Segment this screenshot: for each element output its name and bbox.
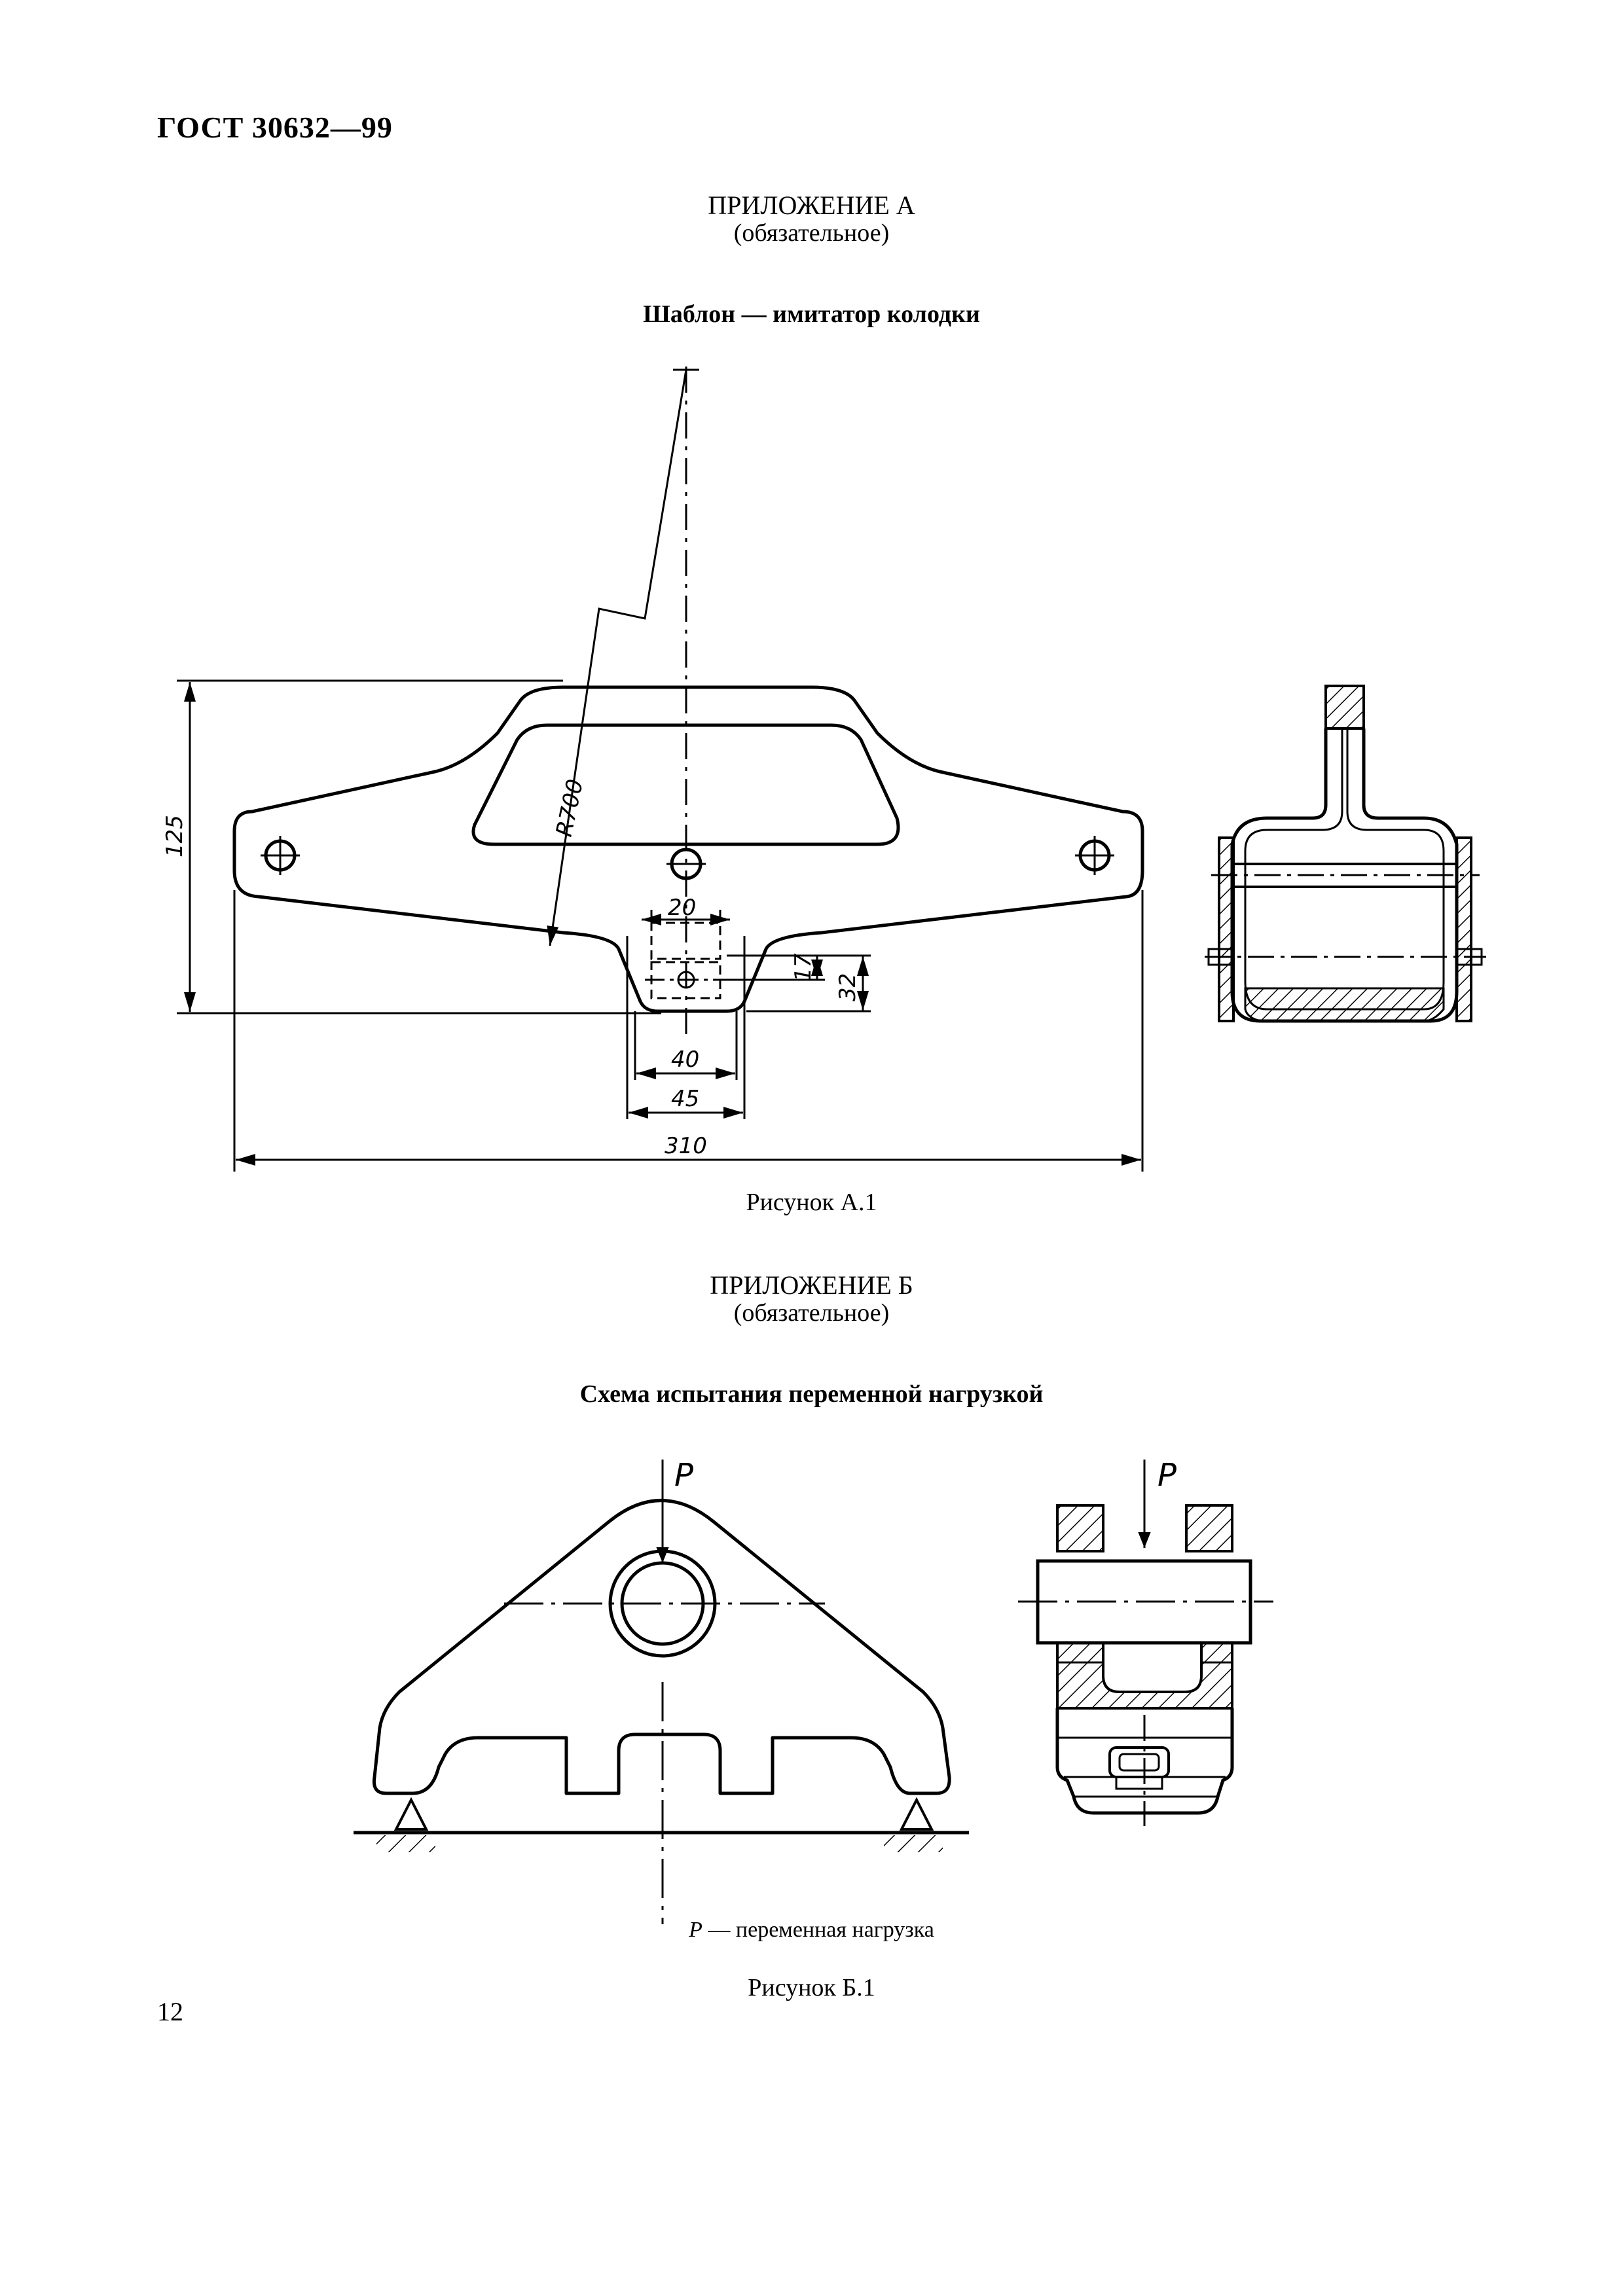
dim-20: 20 [668, 895, 696, 921]
page-number: 12 [157, 1997, 183, 2026]
appendix-b-status: (обязательное) [733, 1299, 890, 1327]
template-window [471, 723, 900, 846]
dim-45: 45 [671, 1086, 699, 1112]
document-header: ГОСТ 30632—99 [157, 111, 393, 144]
template-outline [232, 685, 1144, 1013]
dim-17: 17 [790, 953, 816, 982]
figure-b1-caption: Рисунок Б.1 [748, 1974, 875, 2001]
load-label-right: P [1158, 1457, 1176, 1494]
dim-40: 40 [671, 1047, 699, 1073]
appendix-a-section-title: Шаблон — имитатор колодки [643, 300, 980, 328]
dim-125: 125 [162, 815, 188, 857]
appendix-b-title: ПРИЛОЖЕНИЕ Б [710, 1270, 913, 1300]
appendix-a-status: (обязательное) [733, 219, 890, 247]
load-legend-text: — переменная нагрузка [702, 1918, 934, 1942]
appendix-b-section-title: Схема испытания переменной нагрузкой [579, 1380, 1044, 1408]
load-label-left: P [674, 1457, 693, 1494]
template-side-section [1205, 685, 1486, 1023]
load-legend-symbol: P [689, 1918, 702, 1942]
load-legend: P — переменная нагрузка [0, 1918, 1623, 1943]
dim-32: 32 [835, 973, 861, 1001]
supports [354, 1797, 969, 1835]
bracket-side-view [1018, 1504, 1273, 1826]
figure-a1-caption: Рисунок А.1 [746, 1189, 877, 1216]
appendix-a-title: ПРИЛОЖЕНИЕ А [708, 190, 915, 220]
dim-310: 310 [665, 1133, 707, 1159]
